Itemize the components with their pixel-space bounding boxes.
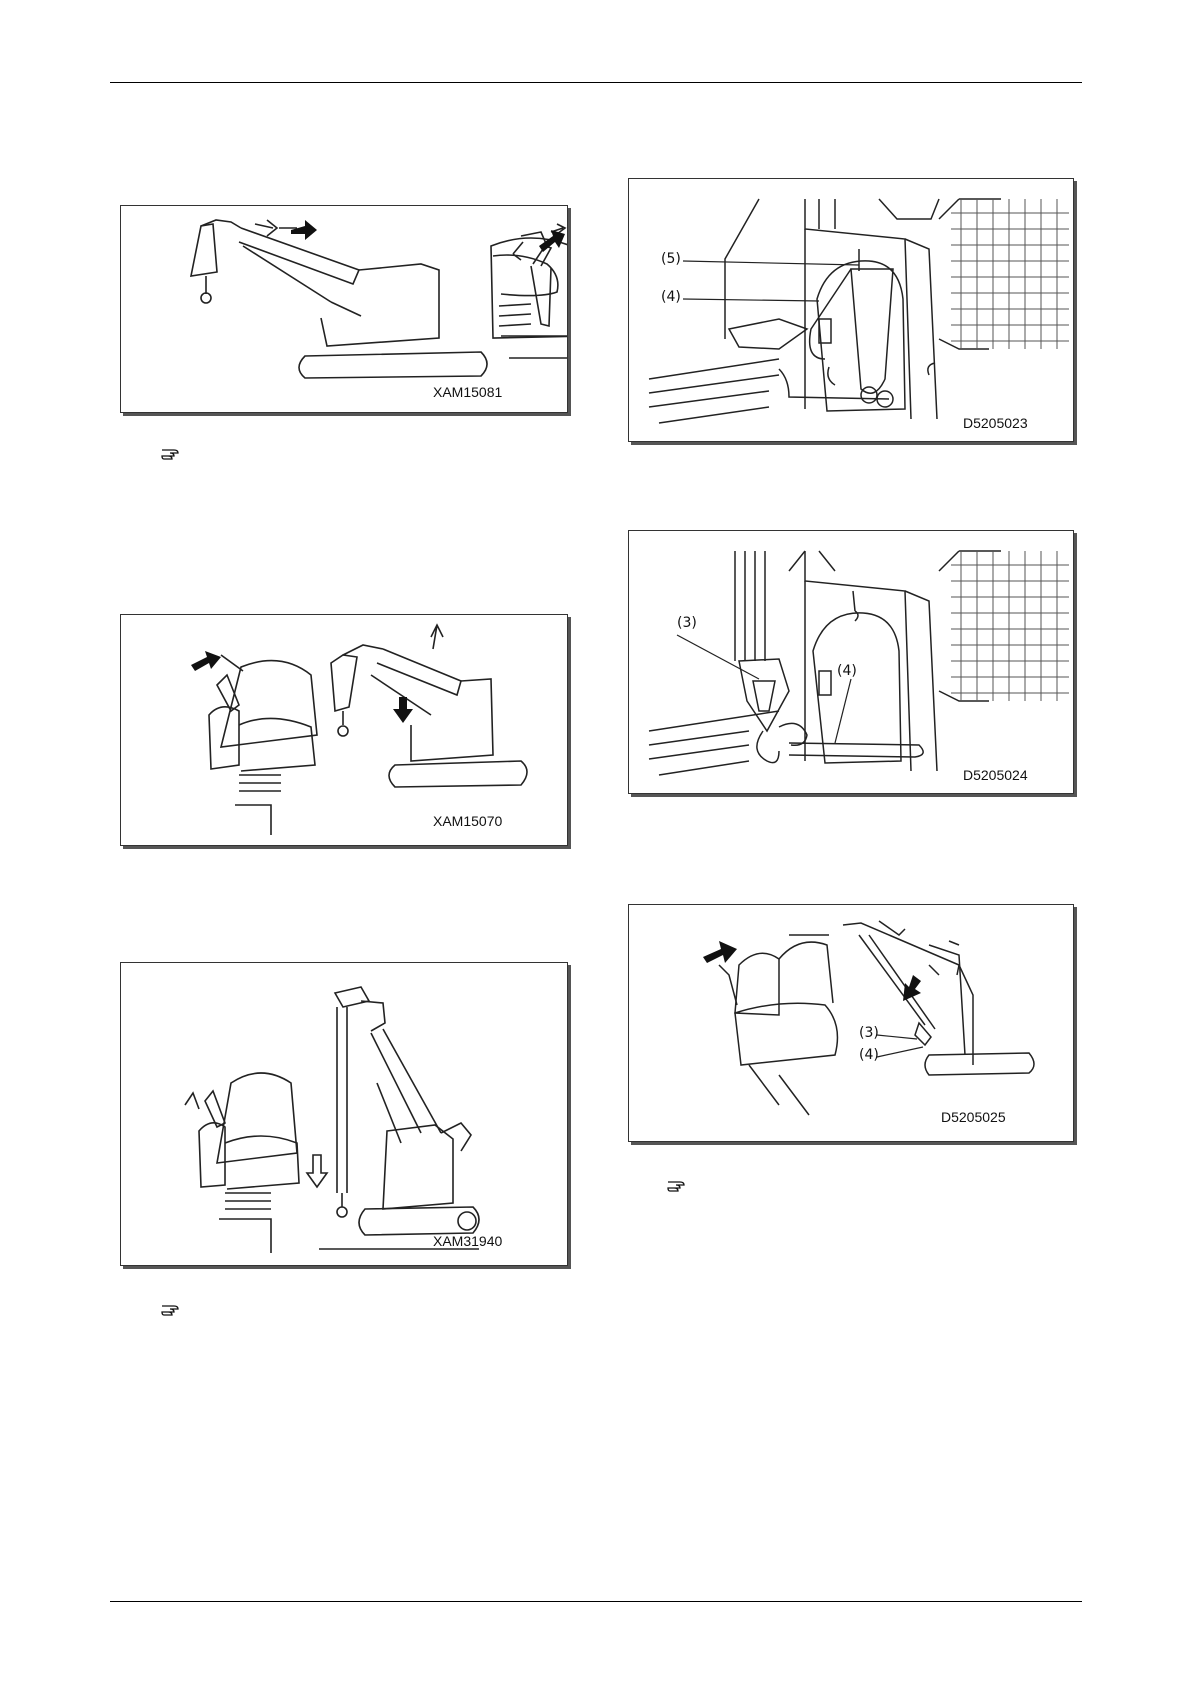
pointing-hand-icon: [160, 446, 182, 462]
figure-boom-extend-drawing: [121, 206, 567, 412]
header-rule: [110, 82, 1082, 83]
figure-wire-attach-drawing: [629, 179, 1073, 441]
callout-label: (3): [859, 1025, 879, 1041]
figure-wire-attach: (5) (4) D5205023: [628, 178, 1074, 442]
figure-code: XAM15081: [433, 384, 502, 400]
callout-label: (5): [661, 251, 681, 267]
figure-winch-lower: XAM31940: [120, 962, 568, 1266]
figure-hook-attach-drawing: [629, 531, 1073, 793]
callout-label: (3): [677, 615, 697, 631]
pointing-hand-icon: [666, 1178, 688, 1194]
figure-hook-attach: (3) (4) D5205024: [628, 530, 1074, 794]
callout-label: (4): [859, 1047, 879, 1063]
figure-code: D5205023: [963, 415, 1028, 431]
figure-boom-extend: XAM15081: [120, 205, 568, 413]
callout-label: (4): [837, 663, 857, 679]
pointing-hand-icon: [160, 1302, 182, 1318]
figure-boom-raise-drawing: [121, 615, 567, 845]
figure-code: XAM31940: [433, 1233, 502, 1249]
figure-code: D5205024: [963, 767, 1028, 783]
figure-boom-lower-stow-drawing: [629, 905, 1073, 1141]
figure-code: D5205025: [941, 1109, 1006, 1125]
figure-code: XAM15070: [433, 813, 502, 829]
footer-rule: [110, 1601, 1082, 1602]
callout-label: (4): [661, 289, 681, 305]
figure-boom-lower-stow: (3) (4) D5205025: [628, 904, 1074, 1142]
figure-boom-raise: XAM15070: [120, 614, 568, 846]
figure-winch-lower-drawing: [121, 963, 567, 1265]
